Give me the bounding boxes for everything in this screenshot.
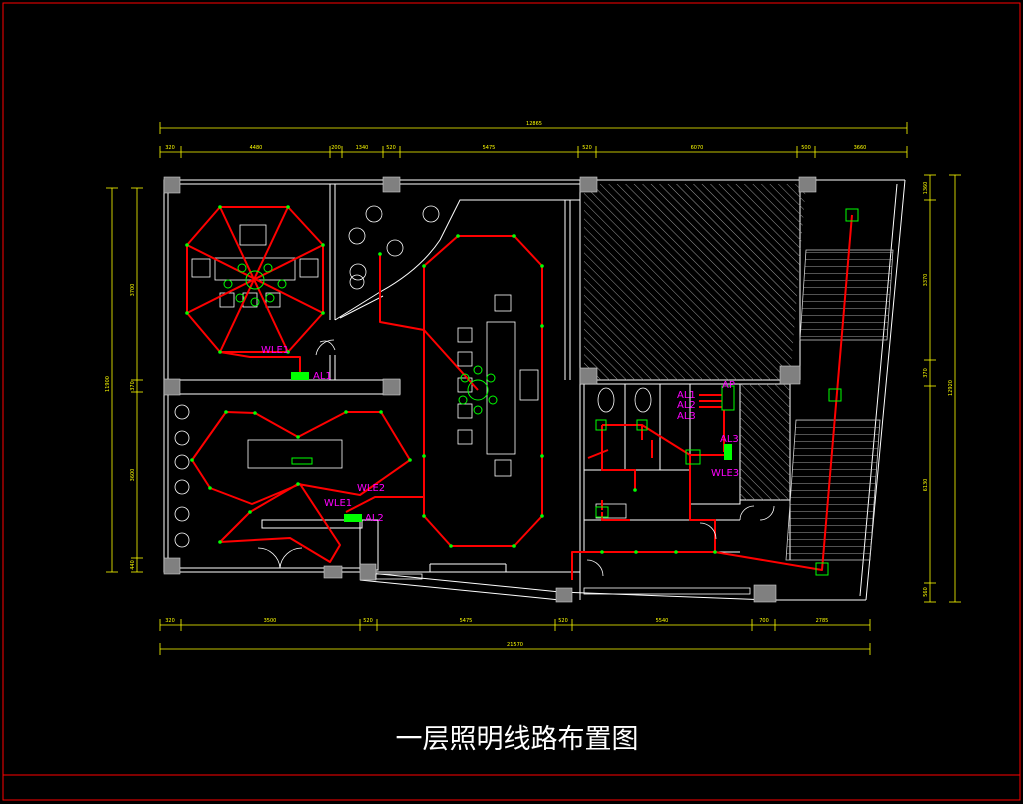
dim-bottom-seg: 520: [558, 618, 568, 624]
doors: [257, 339, 775, 577]
label-wle1-lower: WLE1: [324, 498, 352, 509]
dim-left-seg: 3700: [130, 284, 136, 297]
dim-top-seg: 200: [331, 145, 341, 151]
dim-top-seg: 520: [386, 145, 396, 151]
dim-top-seg: 1340: [356, 145, 369, 151]
label-al1-right: AL1: [677, 390, 696, 401]
dim-left-seg: 370: [130, 381, 136, 391]
circuit-labels: WLE1 AL1 WLE1 WLE2 AL2 AP AL1 AL2 AL3 AL…: [261, 345, 739, 524]
dim-right-seg: 370: [923, 368, 929, 378]
label-ap: AP: [722, 380, 735, 391]
panel-al2: [344, 514, 362, 522]
dim-top-seg: 500: [801, 145, 811, 151]
dim-bottom-total: 21570: [507, 642, 523, 648]
dim-bottom-seg: 320: [165, 618, 175, 624]
panel-al1: [291, 372, 309, 380]
dim-bottom-seg: 5540: [656, 618, 669, 624]
panel-al3: [724, 444, 732, 460]
dimension-texts-vertical: 11900 3700 370 3600 440 12920 1360 3370 …: [105, 182, 954, 597]
dim-top-seg: 4480: [250, 145, 263, 151]
dim-left-seg: 440: [130, 560, 136, 570]
dim-top-seg: 520: [582, 145, 592, 151]
junction-dots: [185, 205, 717, 554]
label-wle3: WLE3: [711, 468, 739, 479]
dimension-texts: 12865 320 4480 200 1340 520 5475 520 607…: [165, 121, 866, 648]
dim-top-seg: 3660: [854, 145, 867, 151]
furniture: [174, 205, 751, 595]
drawing-title: 一层照明线路布置图: [396, 724, 639, 755]
dim-bottom-seg: 3500: [264, 618, 277, 624]
dim-top-total: 12865: [526, 121, 542, 127]
label-al3-right: AL3: [677, 411, 696, 422]
label-wle2: WLE2: [357, 483, 385, 494]
dim-right-seg: 6130: [923, 479, 929, 492]
label-al2: AL2: [365, 513, 384, 524]
light-fixtures: [223, 208, 859, 576]
stair-flight-lower: [785, 419, 881, 561]
label-al2-right: AL2: [677, 400, 696, 411]
dim-bottom-seg: 2785: [816, 618, 829, 624]
dim-bottom-seg: 520: [363, 618, 373, 624]
panel-boxes: [291, 372, 732, 522]
structural-columns: [163, 176, 817, 603]
hatched-shaft-area: [740, 384, 790, 500]
label-wle1-upper: WLE1: [261, 345, 289, 356]
dim-right-seg: 1360: [923, 182, 929, 195]
label-al1-upper: AL1: [313, 371, 332, 382]
dim-top-seg: 5475: [483, 145, 496, 151]
dim-right-total: 12920: [948, 380, 954, 396]
dim-left-seg: 3600: [130, 469, 136, 482]
dim-top-seg: 6070: [691, 145, 704, 151]
dim-top-seg: 320: [165, 145, 175, 151]
dimension-lines: [106, 122, 961, 655]
dim-bottom-seg: 700: [759, 618, 769, 624]
stair-flight-upper: [799, 249, 894, 341]
dim-left-total: 11900: [105, 376, 111, 392]
dim-right-seg: 560: [923, 587, 929, 597]
dim-right-seg: 3370: [923, 274, 929, 287]
hatched-void-area: [584, 184, 806, 380]
dim-bottom-seg: 5475: [460, 618, 473, 624]
label-al3: AL3: [720, 434, 739, 445]
